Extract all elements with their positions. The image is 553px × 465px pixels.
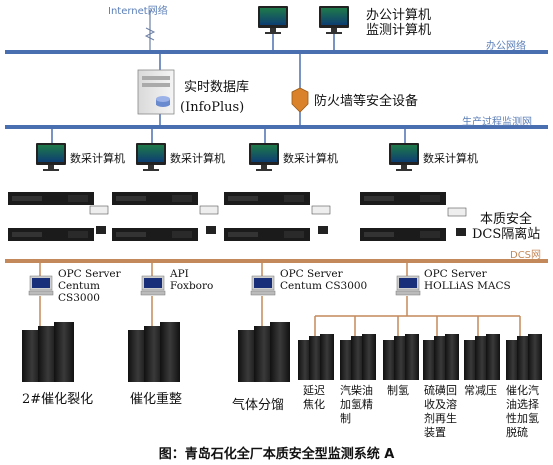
unit-label-gas-fractionation: 气体分馏	[232, 398, 285, 413]
sub-unit-label-hydrofining: 汽柴油加氢精制	[340, 384, 373, 425]
sub-unit-label-sulfur: 硫磺回收及溶剂再生装置	[424, 384, 457, 439]
firewall-icon	[291, 87, 309, 113]
unit-label-reforming: 催化重整	[130, 392, 183, 407]
collector-label: 数采计算机	[70, 152, 125, 165]
office-computer-label: 办公计算机	[366, 8, 432, 23]
office-network-label: 办公网络	[486, 41, 526, 52]
sub-unit-label-coking: 延迟焦化	[303, 384, 325, 411]
collector-label: 数采计算机	[423, 152, 478, 165]
office-computer-monitor	[258, 6, 288, 34]
sub-unit-label-hydrogen: 制氢	[387, 384, 409, 397]
monitoring-computer-monitor	[319, 6, 349, 34]
production-network-label: 生产过程监测网	[462, 117, 532, 128]
sub-unit-label-crude: 常减压	[464, 384, 497, 397]
figure-caption: 图：青岛石化全厂本质安全型监测系统 A	[158, 447, 395, 462]
collector-stations	[8, 127, 467, 241]
collector-label: 数采计算机	[283, 152, 338, 165]
dcs-network-label: DCS网	[510, 250, 542, 261]
database-server-icon	[137, 69, 175, 115]
collector-label: 数采计算机	[170, 152, 225, 165]
firewall-label: 防火墙等安全设备	[314, 94, 419, 109]
database-product-label: (InfoPlus)	[180, 100, 245, 115]
server-racks	[22, 322, 542, 382]
monitoring-computer-label: 监测计算机	[366, 23, 432, 38]
database-label: 实时数据库	[184, 80, 250, 95]
unit-label-fcc: 2#催化裂化	[22, 392, 94, 407]
sub-unit-label-desulfurization: 催化汽油选择性加氢脱硫	[506, 384, 539, 439]
internet-network-label: Internet网络	[108, 6, 168, 17]
isolation-label-line2: DCS隔离站	[472, 227, 541, 242]
isolation-label-line1: 本质安全	[480, 212, 533, 227]
